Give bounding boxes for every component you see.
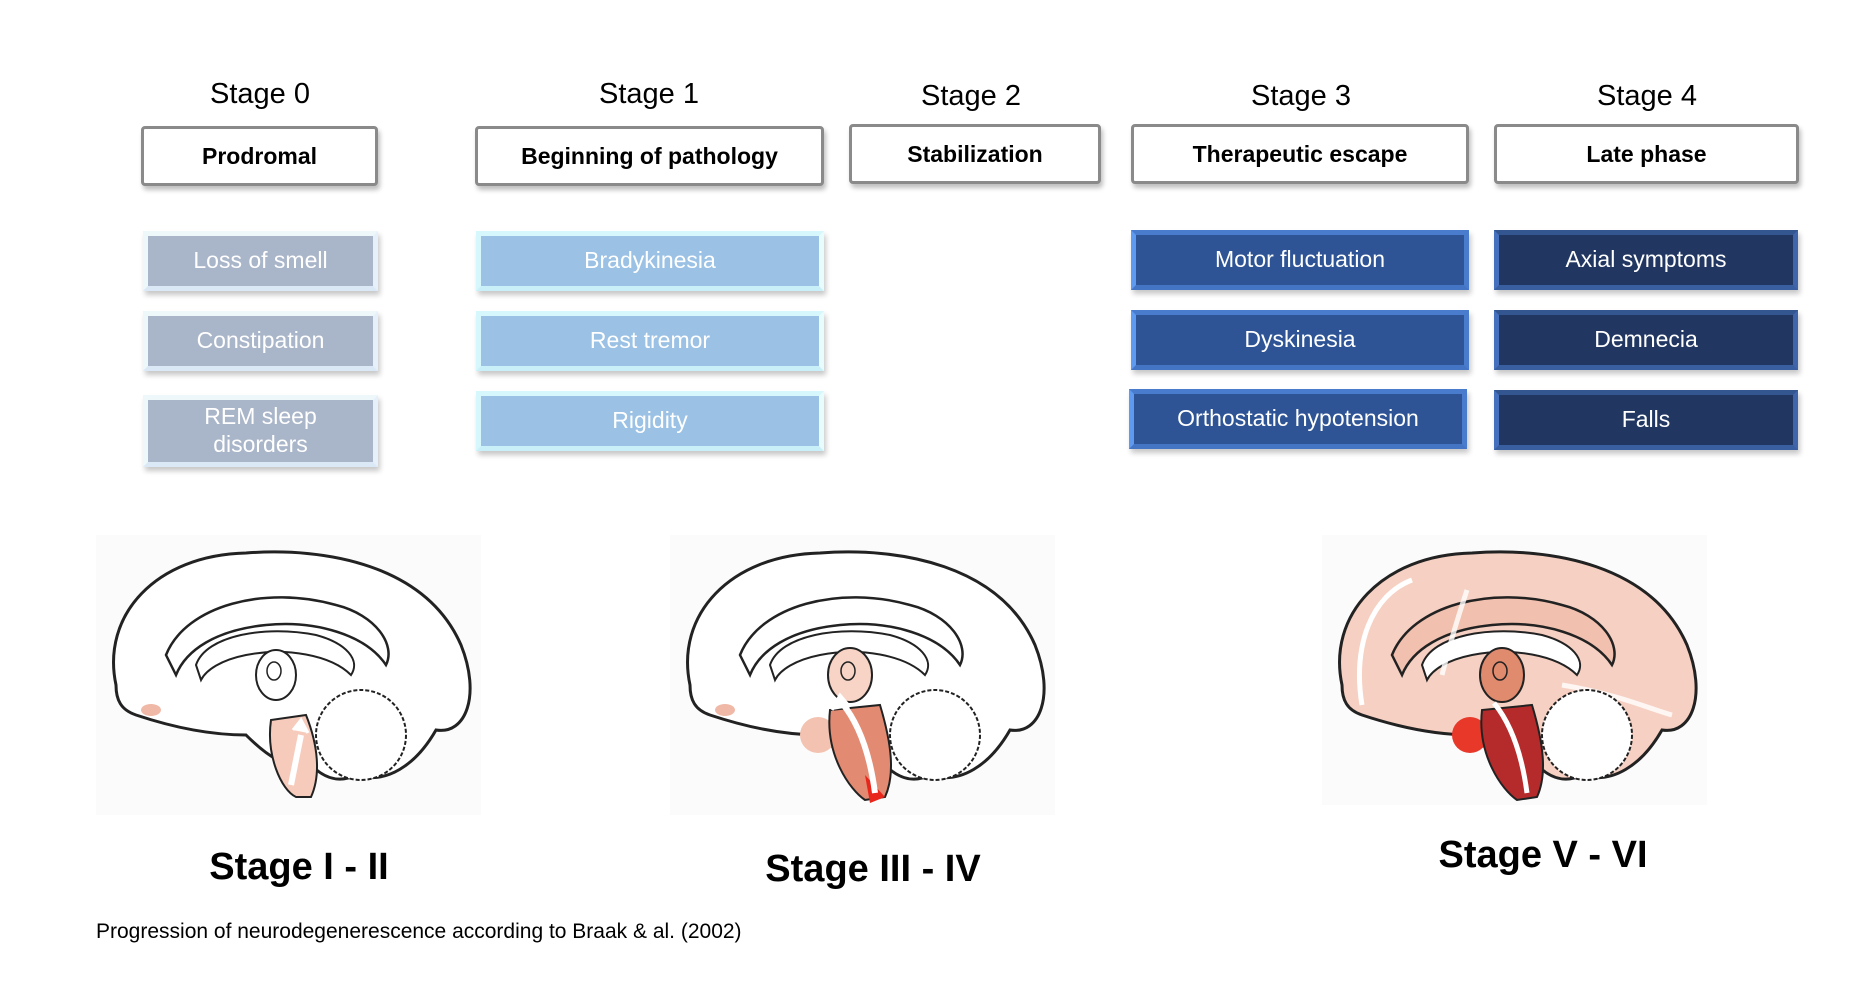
phase-label: Prodromal [201, 142, 318, 169]
symptom-box: Motor fluctuation [1131, 230, 1469, 290]
brain-stage-5-6-icon [1322, 535, 1707, 805]
symptom-label: Motor fluctuation [1214, 246, 1386, 273]
stage-0-label: Stage 0 [210, 78, 310, 110]
symptom-box: Falls [1494, 390, 1798, 450]
symptom-label: Bradykinesia [584, 247, 716, 274]
stage-1-label: Stage 1 [599, 78, 699, 110]
braak-stage-5-6-label: Stage V - VI [1438, 834, 1648, 876]
brain-stage-1-2-icon [96, 535, 481, 815]
symptom-label: Constipation [196, 327, 325, 354]
symptom-box: Dyskinesia [1131, 310, 1469, 370]
symptom-box: Axial symptoms [1494, 230, 1798, 290]
symptom-label: Orthostatic hypotension [1177, 405, 1419, 432]
symptom-label: Dyskinesia [1244, 326, 1356, 353]
symptom-label: Rigidity [612, 407, 688, 434]
phase-label: Beginning of pathology [521, 142, 778, 169]
phase-box-stabilization: Stabilization [849, 124, 1101, 184]
phase-label: Late phase [1586, 140, 1707, 167]
symptom-label: REM sleep disorders [204, 403, 317, 457]
stage-2-label: Stage 2 [921, 80, 1021, 112]
symptom-box: Demnecia [1494, 310, 1798, 370]
brain-stage-3-4-icon [670, 535, 1055, 815]
phase-box-therapeutic-escape: Therapeutic escape [1131, 124, 1469, 184]
braak-stage-1-2-label: Stage I - II [209, 846, 389, 888]
symptom-label: Rest tremor [589, 327, 711, 354]
symptom-box: Rest tremor [476, 311, 824, 371]
phase-label: Stabilization [907, 140, 1043, 167]
phase-label: Therapeutic escape [1192, 140, 1408, 167]
symptom-label: Loss of smell [193, 247, 328, 274]
symptom-box: Orthostatic hypotension [1129, 389, 1467, 449]
figure-caption: Progression of neurodegenerescence accor… [96, 920, 742, 943]
phase-box-prodromal: Prodromal [141, 126, 378, 186]
symptom-box: Constipation [143, 311, 378, 371]
symptom-label: Axial symptoms [1565, 246, 1727, 273]
symptom-box: Bradykinesia [476, 231, 824, 291]
symptom-box: Rigidity [476, 391, 824, 451]
phase-box-beginning-of-pathology: Beginning of pathology [475, 126, 824, 186]
symptom-box: Loss of smell [143, 231, 378, 291]
symptom-box: REM sleep disorders [143, 395, 378, 467]
phase-box-late-phase: Late phase [1494, 124, 1799, 184]
stage-3-label: Stage 3 [1251, 80, 1351, 112]
braak-stage-3-4-label: Stage III - IV [765, 848, 981, 890]
symptom-label: Demnecia [1594, 326, 1698, 353]
stage-4-label: Stage 4 [1597, 80, 1697, 112]
symptom-label: Falls [1621, 406, 1671, 433]
